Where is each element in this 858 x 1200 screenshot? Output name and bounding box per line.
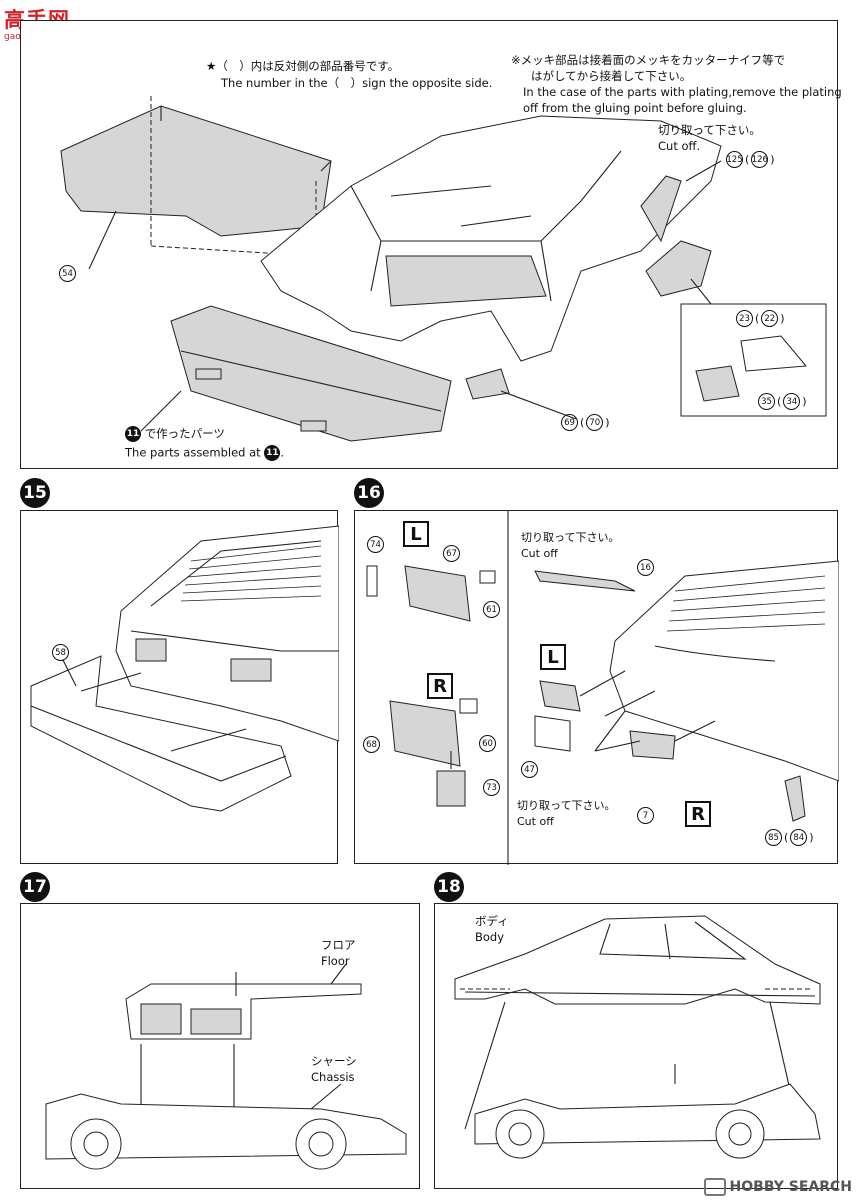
top-assembly-panel: ★（ ）内は反対側の部品番号です。 The number in the（ ）si… [20, 20, 842, 469]
step-17-badge: 17 [20, 872, 50, 902]
floor-label-jp: フロア [321, 938, 356, 952]
right-side-marker-lamp: R [685, 801, 711, 827]
cutoff-note-en-16: Cut off [521, 547, 558, 560]
left-side-marker: L [403, 521, 429, 547]
step-18-badge: 18 [434, 872, 464, 902]
step-11-badge-en: 11 [264, 445, 281, 461]
part-54: 54 [59, 265, 76, 282]
chassis-label-jp: シャーシ [311, 1054, 357, 1068]
note-plating-en-1: In the case of the parts with plating,re… [523, 85, 842, 99]
part-34: 34 [783, 393, 801, 410]
part-69: 69 [561, 414, 578, 431]
note-plating-jp-2: はがしてから接着して下さい。 [531, 69, 692, 83]
top-assembly-illustration [60, 96, 827, 442]
note-plating-en-2: off from the gluing point before gluing. [523, 101, 747, 115]
part-84: 84 [790, 829, 808, 846]
part-67: 67 [443, 545, 460, 562]
part-ref-125-126: 125 (126) [726, 151, 775, 168]
assembled-parts-jp: 11 で作ったパーツ [125, 426, 225, 442]
note-opposite-side-jp: ★（ ）内は反対側の部品番号です。 [206, 59, 400, 73]
part-126: 126 [751, 151, 769, 168]
part-ref-69-70: 69 (70) [561, 414, 610, 431]
step-16-illustration [366, 511, 839, 865]
part-70: 70 [586, 414, 604, 431]
step-16-badge: 16 [354, 478, 384, 508]
part-85: 85 [765, 829, 782, 846]
cutoff-note-en: Cut off. [658, 139, 701, 153]
cutoff-note-en-7: Cut off [517, 815, 554, 828]
part-7: 7 [637, 807, 654, 824]
step-17-panel: フロア Floor シャーシ Chassis [20, 903, 420, 1189]
part-16: 16 [637, 559, 654, 576]
part-23: 23 [736, 310, 753, 327]
step-11-badge: 11 [125, 426, 141, 442]
right-side-marker: R [427, 673, 453, 699]
step-16-panel: L 74 67 61 R 68 60 73 切り取って下さい。 Cut off … [354, 510, 839, 865]
note-plating-jp-1: ※メッキ部品は接着面のメッキをカッターナイフ等で [511, 53, 786, 67]
step-17-illustration [45, 963, 407, 1170]
part-22: 22 [761, 310, 779, 327]
watermark-text: HOBBY SEARCH [729, 1179, 852, 1195]
cutoff-note-jp-7: 切り取って下さい。 [517, 799, 616, 812]
part-ref-85-84: 85 (84) [765, 829, 814, 846]
part-ref-35-34: 35 (34) [758, 393, 807, 410]
step-15-panel: 58 [20, 510, 339, 864]
part-74: 74 [367, 536, 384, 553]
chassis-label-en: Chassis [311, 1070, 355, 1084]
part-35: 35 [758, 393, 775, 410]
part-125: 125 [726, 151, 743, 168]
assembled-parts-en-text: The parts assembled at [125, 445, 261, 460]
assembled-parts-en: The parts assembled at 11. [125, 445, 284, 461]
part-73: 73 [483, 779, 500, 796]
step-18-illustration [454, 915, 821, 1159]
cutoff-note-jp-16: 切り取って下さい。 [521, 531, 620, 544]
step-15-badge: 15 [20, 478, 50, 508]
body-label-en: Body [475, 930, 505, 944]
part-47: 47 [521, 761, 538, 778]
part-ref-23-22: 23 (22) [736, 310, 785, 327]
hobby-search-logo-icon [703, 1178, 726, 1196]
body-label-jp: ボディ [475, 914, 509, 928]
part-68: 68 [363, 736, 380, 753]
assembled-parts-jp-text: で作ったパーツ [144, 426, 225, 441]
left-side-marker-lamp: L [540, 644, 566, 670]
hobby-search-watermark: HOBBY SEARCH [703, 1178, 852, 1196]
step-18-panel: ボディ Body [434, 903, 838, 1189]
step-15-illustration [30, 525, 339, 812]
part-58: 58 [52, 644, 69, 661]
note-opposite-side-en: The number in the（ ）sign the opposite si… [221, 76, 493, 90]
part-60: 60 [479, 735, 496, 752]
cutoff-note-jp: 切り取って下さい。 [658, 123, 761, 137]
floor-label-en: Floor [321, 954, 350, 968]
part-61: 61 [483, 601, 500, 618]
